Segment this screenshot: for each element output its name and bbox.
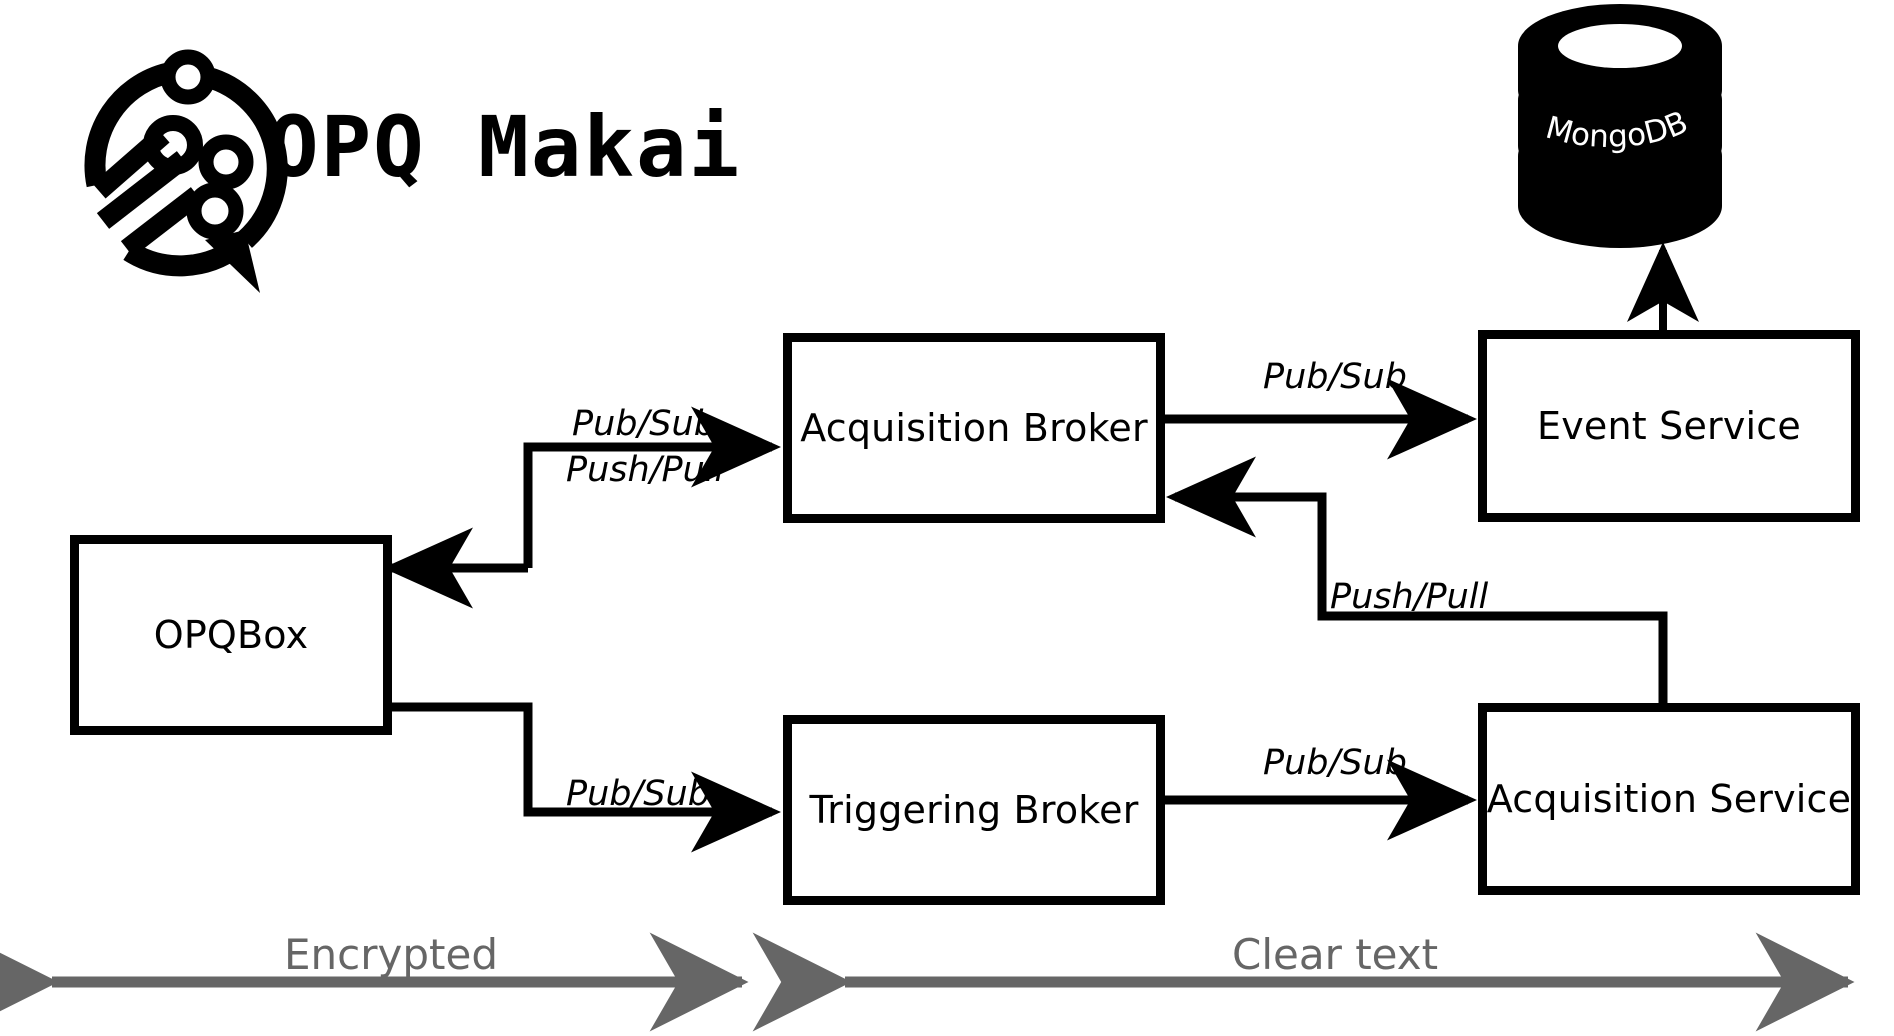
edge-label-pushpull-acqservice-acq: Push/Pull <box>1330 577 1489 617</box>
mongodb-label-layer: MongoDB <box>1542 104 1693 155</box>
node-acquisition-service[interactable]: Acquisition Service <box>1478 703 1860 895</box>
edge-label-pushpull-opqbox-acq: Push/Pull <box>566 450 725 490</box>
opq-circuit-logo-icon <box>84 49 288 293</box>
zone-label-clear-text: Clear text <box>1232 930 1439 979</box>
node-triggering-broker-label: Triggering Broker <box>809 788 1139 832</box>
edge-label-pubsub-acq-event: Pub/Sub <box>1263 357 1407 397</box>
node-event-service[interactable]: Event Service <box>1478 330 1860 522</box>
node-event-service-label: Event Service <box>1537 404 1801 448</box>
edge-label-pubsub-opqbox-acq: Pub/Sub <box>572 404 716 444</box>
page-title: OPQ Makai <box>268 98 742 196</box>
node-acquisition-broker[interactable]: Acquisition Broker <box>783 333 1165 523</box>
node-triggering-broker[interactable]: Triggering Broker <box>783 715 1165 905</box>
node-acquisition-service-label: Acquisition Service <box>1486 777 1852 821</box>
zone-label-encrypted: Encrypted <box>284 930 498 979</box>
edge-opqbox-to-triggering-broker <box>392 702 781 853</box>
node-opqbox[interactable]: OPQBox <box>70 535 392 735</box>
edge-opqbox-to-acquisition-broker <box>523 406 781 568</box>
mongodb-cylinder-icon <box>1518 4 1722 248</box>
edge-label-pubsub-opqbox-trig: Pub/Sub <box>566 774 710 814</box>
edge-label-pubsub-trig-acqservice: Pub/Sub <box>1263 743 1407 783</box>
node-acquisition-broker-label: Acquisition Broker <box>800 406 1148 450</box>
edge-acquisition-service-to-acquisition-broker <box>1166 456 1668 708</box>
node-opqbox-label: OPQBox <box>153 613 309 657</box>
